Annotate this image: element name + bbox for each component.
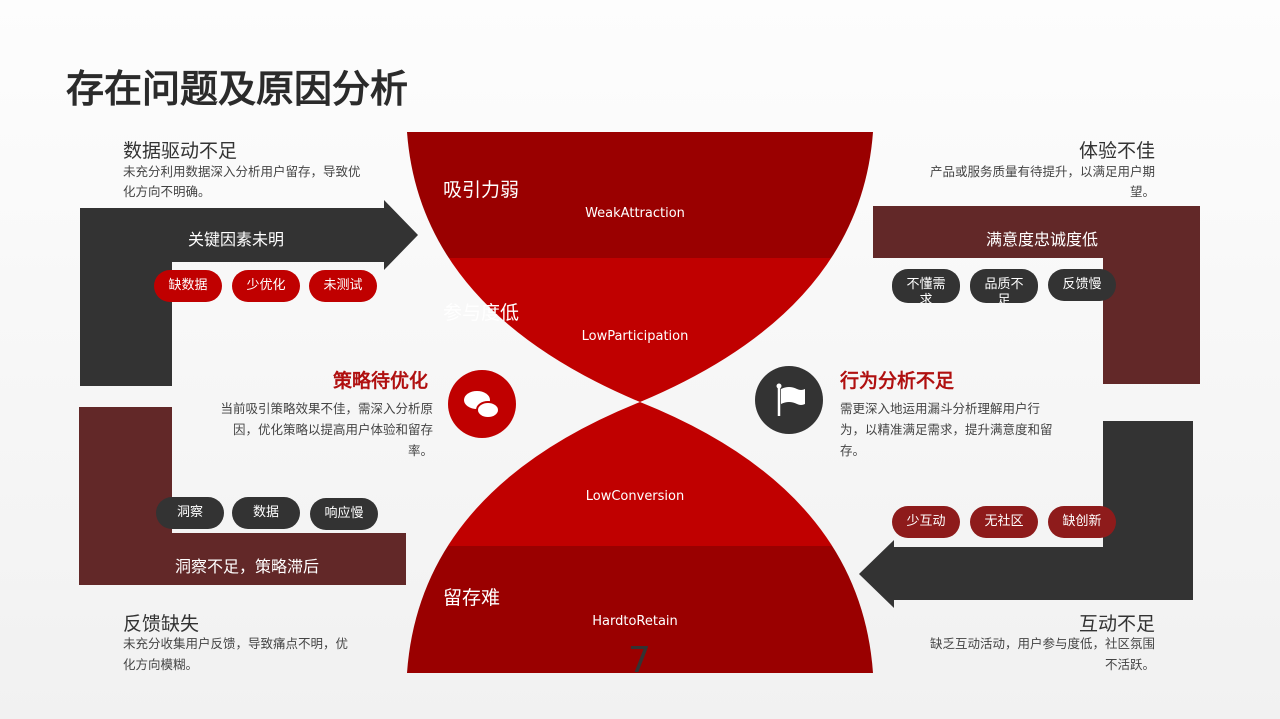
hourglass-label-cn-1: 吸引力弱 [443,179,520,201]
hourglass-label-en-4: HardtoRetain [592,614,678,629]
pill-tag: 少互动 [892,506,960,538]
bottom-right-heading: 互动不足 [1078,613,1155,635]
top-left-bar-label: 关键因素未明 [188,230,285,249]
chat-bubbles-icon [448,370,516,438]
top-left-vertical-bar [80,208,172,386]
top-right-desc: 产品或服务质量有待提升，以满足用户期望。 [929,164,1155,199]
top-left-arrow-head [384,200,418,270]
hourglass-label-en-1: WeakAttraction [585,206,685,221]
bottom-left-desc: 未充分收集用户反馈，导致痛点不明，优化方向模糊。 [123,636,349,672]
flag-icon [755,366,823,434]
middle-right-heading: 行为分析不足 [840,370,955,392]
page-title: 存在问题及原因分析 [66,67,409,111]
bottom-right-desc: 缺乏互动活动，用户参与度低，社区氛围不活跃。 [929,636,1155,672]
pill-tag: 不懂需求 [892,269,960,303]
hourglass-label-cn-2: 参与度低 [443,302,520,324]
pill-tag: 反馈慢 [1048,269,1116,301]
pill-tag: 未测试 [309,270,377,302]
hourglass-segment-4 [407,546,873,673]
bottom-left-heading: 反馈缺失 [123,613,200,635]
hourglass-label-en-3: LowConversion [585,489,685,504]
pill-tag: 缺数据 [154,270,222,302]
bottom-left-bar-label: 洞察不足，策略滞后 [175,557,320,576]
top-left-desc: 未充分利用数据深入分析用户留存，导致优化方向不明确。 [123,164,361,199]
top-right-bar-label: 满意度忠诚度低 [986,230,1099,249]
bottom-right-arrow-bar [893,547,1193,600]
top-right-heading: 体验不佳 [1078,140,1155,162]
hourglass-segment-1 [407,132,873,258]
middle-left-desc: 当前吸引策略效果不佳，需深入分析原因，优化策略以提高用户体验和留存率。 [220,401,433,458]
pill-tag: 响应慢 [310,498,378,530]
bottom-left-bar [79,533,406,585]
top-left-heading: 数据驱动不足 [123,140,238,162]
middle-right-desc: 需更深入地运用漏斗分析理解用户行为，以精准满足需求，提升满意度和留存。 [840,401,1053,458]
pill-tag: 缺创新 [1048,506,1116,538]
bottom-right-arrow-head [859,540,894,608]
pill-tag: 少优化 [232,270,300,302]
hourglass-label-cn-4: 留存难 [443,587,501,609]
hourglass-label-en-2: LowParticipation [581,329,689,344]
page-number: 7 [628,640,651,681]
pill-tag: 数据 [232,497,300,529]
pill-tag: 洞察 [156,497,224,529]
middle-left-heading: 策略待优化 [333,370,429,392]
pill-tag: 无社区 [970,506,1038,538]
pill-tag: 品质不足 [970,269,1038,303]
top-right-vertical-bar [1103,206,1200,384]
